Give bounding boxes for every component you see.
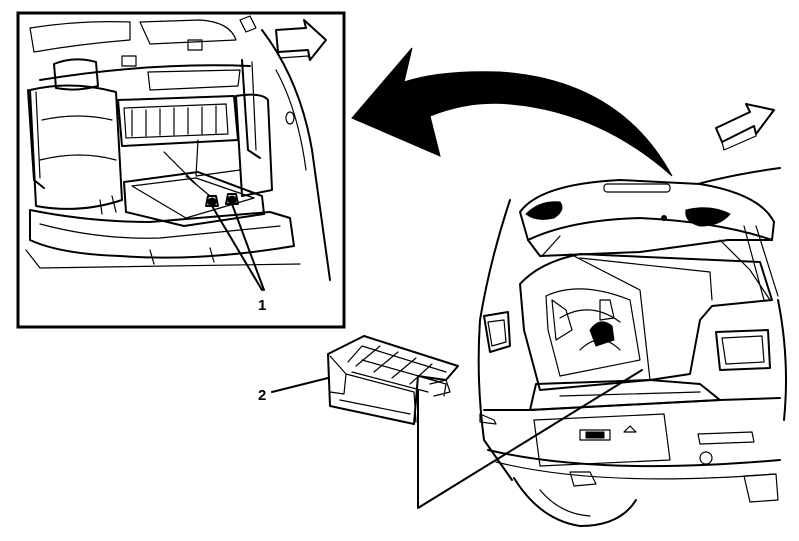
callout-1: 1 xyxy=(258,297,266,314)
direction-arrow-vehicle xyxy=(715,103,775,143)
fastener-right xyxy=(227,195,237,205)
inset-detail-view: 1 xyxy=(16,11,346,329)
trunk-opening xyxy=(519,253,773,391)
leader-line-1a xyxy=(211,205,263,291)
fastener-left xyxy=(207,197,217,207)
panel-location-lines xyxy=(417,369,643,509)
curved-direction-arrow xyxy=(351,47,673,177)
direction-arrow-inset xyxy=(275,19,327,61)
vehicle-rear-illustration xyxy=(477,167,787,527)
leader-line-2 xyxy=(271,377,329,393)
leader-line-1b xyxy=(231,203,265,291)
rear-seat-illustration xyxy=(25,15,331,281)
callout-2: 2 xyxy=(258,387,266,404)
pass-through-panel xyxy=(327,335,459,425)
panel-body xyxy=(327,335,459,425)
